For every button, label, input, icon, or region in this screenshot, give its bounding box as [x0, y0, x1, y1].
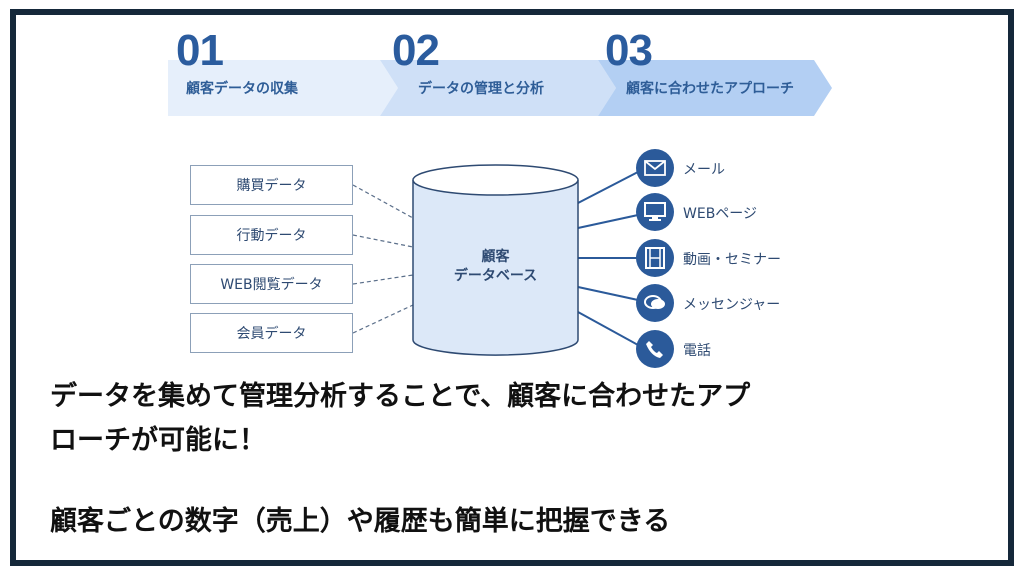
step-2-band — [380, 60, 616, 116]
connector — [352, 304, 414, 334]
channel-label: メッセンジャー — [683, 297, 781, 313]
database-cylinder — [412, 164, 579, 356]
source-box: 購買データ — [190, 165, 353, 205]
connector — [577, 311, 639, 346]
channel-label: WEBページ — [683, 206, 758, 222]
step-3-number: 03 — [605, 26, 653, 75]
step-1-number: 01 — [176, 26, 224, 75]
headline-line1: データを集めて管理分析することで、顧客に合わせたアプ — [50, 381, 751, 412]
step-1-band — [168, 60, 398, 116]
connector — [352, 184, 414, 219]
step-2-number: 02 — [392, 26, 440, 75]
subline: 顧客ごとの数字（売上）や履歴も簡単に把握できる — [50, 506, 671, 537]
channel-label: メール — [683, 162, 725, 178]
database-label-line2: データベース — [453, 268, 538, 284]
connector — [577, 286, 639, 301]
connector — [352, 234, 414, 248]
source-box: WEB閲覧データ — [190, 264, 353, 304]
channel-label: 動画・セミナー — [683, 252, 781, 268]
connector — [352, 274, 414, 285]
connector — [577, 171, 639, 204]
step-2-label: データの管理と分析 — [418, 81, 544, 97]
chat-icon — [636, 284, 674, 322]
source-box: 会員データ — [190, 313, 353, 353]
connector — [577, 214, 639, 229]
source-box: 行動データ — [190, 215, 353, 255]
step-3-band — [598, 60, 832, 116]
monitor-icon — [636, 193, 674, 231]
film-icon — [636, 239, 674, 277]
database-label-line1: 顧客 — [481, 249, 510, 265]
headline-line2: ローチが可能に！ — [50, 425, 266, 456]
channel-label: 電話 — [683, 343, 711, 359]
database-label: 顧客 データベース — [413, 248, 578, 286]
mail-icon — [636, 149, 674, 187]
step-1-label: 顧客データの収集 — [186, 81, 298, 97]
step-3-label: 顧客に合わせたアプローチ — [626, 81, 794, 97]
phone-icon — [636, 330, 674, 368]
